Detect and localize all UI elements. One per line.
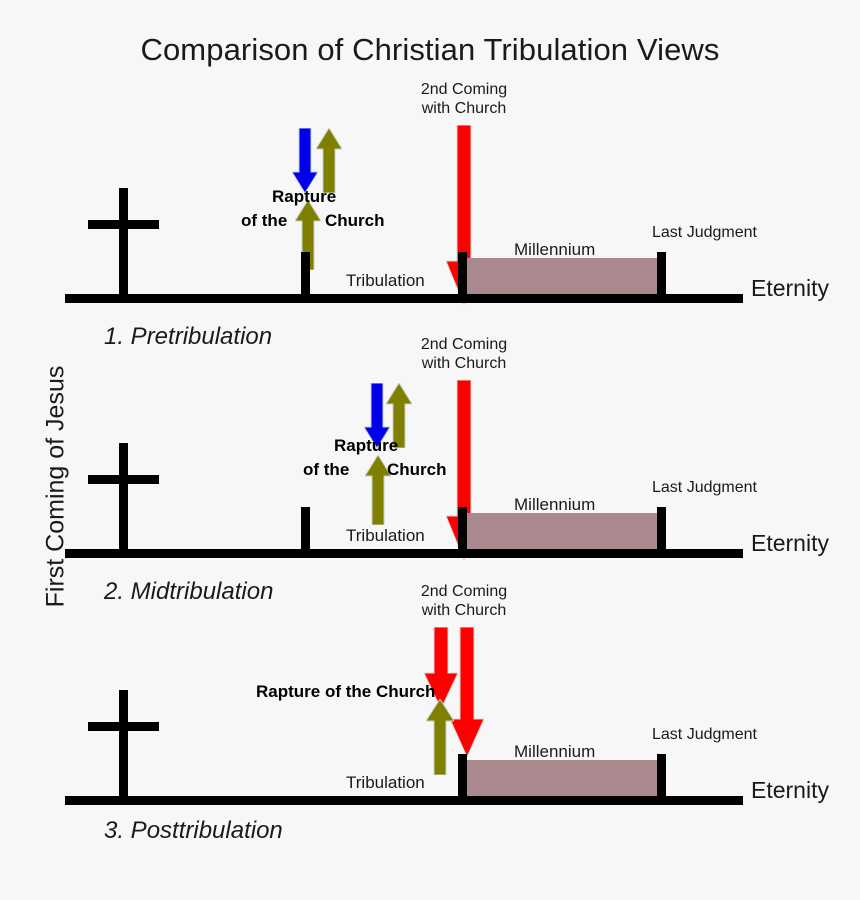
first-coming-cross-vertical-3 [119, 690, 128, 796]
timeline-baseline-2 [65, 549, 743, 558]
rapture-label-2-line1: Rapture [334, 436, 399, 455]
rapture-up-arrow-3 [426, 699, 454, 775]
rapture-down-arrow-2 [364, 383, 390, 448]
first-coming-cross-vertical-1 [119, 188, 128, 294]
second-coming-tick-2 [458, 507, 467, 549]
panel-midtribulation: 2nd Coming with Church [0, 330, 860, 605]
last-judgment-label-2: Last Judgment [652, 479, 757, 496]
second-coming-label-1: 2nd Coming with Church [394, 80, 534, 118]
second-coming-label-line2: with Church [421, 355, 507, 372]
last-judgment-tick-1 [657, 252, 666, 294]
last-judgment-tick-3 [657, 754, 666, 796]
second-coming-label-line2: with Church [421, 602, 507, 619]
rapture-label-1-line2: of the [241, 211, 288, 230]
last-judgment-label-1: Last Judgment [652, 224, 757, 241]
millennium-bar-1 [467, 258, 657, 294]
rapture-label-3: Rapture of the Church [256, 682, 436, 701]
second-coming-label-line1: 2nd Coming [420, 583, 508, 600]
tribulation-label-3: Tribulation [346, 773, 425, 792]
second-coming-label-line1: 2nd Coming [420, 336, 508, 353]
tribulation-start-tick-1 [301, 252, 310, 294]
page-title: Comparison of Christian Tribulation View… [140, 32, 720, 67]
second-coming-arrow-3-long [450, 627, 484, 757]
second-coming-tick-3 [458, 754, 467, 796]
millennium-label-1: Millennium [514, 240, 596, 259]
last-judgment-tick-2 [657, 507, 666, 549]
rapture-up-arrow-2-lower [365, 455, 391, 525]
second-coming-tick-1 [458, 252, 467, 294]
timeline-baseline-3 [65, 796, 743, 805]
second-coming-label-line1: 2nd Coming [420, 81, 508, 98]
millennium-label-3: Millennium [514, 742, 596, 761]
panel-posttribulation: 2nd Coming with Church Rapture of the Ch… [0, 577, 860, 844]
panel-pretribulation: 2nd Coming with Church [0, 75, 860, 350]
panel-caption-pretribulation: 1. Pretribulation [104, 323, 273, 350]
eternity-label-1: Eternity [751, 275, 829, 301]
tribulation-label-2: Tribulation [346, 526, 425, 545]
second-coming-label-2: 2nd Coming with Church [394, 335, 534, 373]
timeline-baseline-1 [65, 294, 743, 303]
rapture-up-arrow-1-lower [295, 200, 321, 270]
first-coming-cross-vertical-2 [119, 443, 128, 549]
second-coming-arrow-3-short [424, 627, 458, 709]
rapture-label-2-line2: of the [303, 460, 350, 479]
second-coming-label-line2: with Church [421, 100, 507, 117]
eternity-label-3: Eternity [751, 777, 829, 803]
rapture-label-1-line3: Church [325, 211, 385, 230]
rapture-label-1-line1: Rapture [272, 187, 337, 206]
tribulation-label-1: Tribulation [346, 271, 425, 290]
first-coming-cross-horizontal-3 [88, 722, 159, 731]
second-coming-label-3: 2nd Coming with Church [394, 582, 534, 620]
rapture-label-2-line3: Church [387, 460, 447, 479]
rapture-up-arrow-1-upper [316, 128, 342, 193]
panel-caption-midtribulation: 2. Midtribulation [104, 578, 274, 605]
panel-caption-posttribulation: 3. Posttribulation [104, 817, 283, 844]
eternity-label-2: Eternity [751, 530, 829, 556]
tribulation-start-tick-2 [301, 507, 310, 549]
last-judgment-label-3: Last Judgment [652, 726, 757, 743]
rapture-down-arrow-1 [292, 128, 318, 193]
first-coming-cross-horizontal-2 [88, 475, 159, 484]
rapture-up-arrow-2-upper [386, 383, 412, 448]
first-coming-cross-horizontal-1 [88, 220, 159, 229]
millennium-bar-2 [467, 513, 657, 549]
millennium-bar-3 [467, 760, 657, 796]
millennium-label-2: Millennium [514, 495, 596, 514]
